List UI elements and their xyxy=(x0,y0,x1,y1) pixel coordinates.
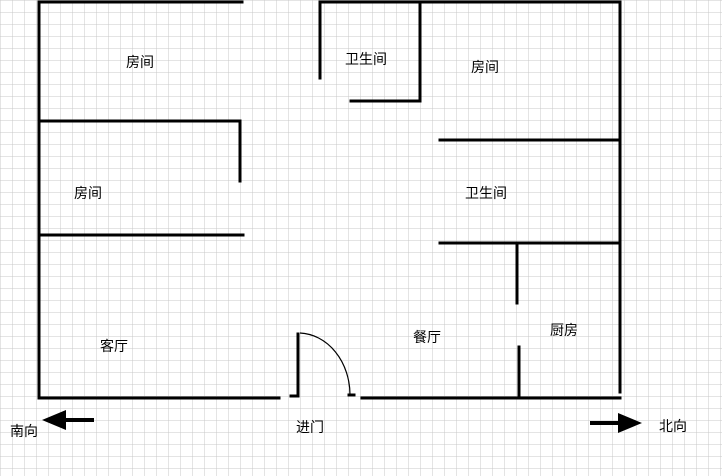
room-label-bedroom-top-left: 房间 xyxy=(126,55,154,71)
walls xyxy=(37,0,622,400)
room-label-bedroom-middle-left: 房间 xyxy=(74,186,102,202)
room-label-bedroom-top-right: 房间 xyxy=(471,60,499,76)
room-label-kitchen: 厨房 xyxy=(550,323,578,339)
room-label-bathroom-right: 卫生间 xyxy=(465,186,507,202)
entrance-label: 进门 xyxy=(296,420,324,436)
direction-label-north: 北向 xyxy=(659,419,687,435)
room-label-living-room: 客厅 xyxy=(100,338,128,355)
north-arrow-icon xyxy=(590,413,642,433)
room-label-bathroom-top: 卫生间 xyxy=(345,52,387,68)
room-label-dining-room: 餐厅 xyxy=(413,330,441,346)
south-arrow-icon xyxy=(42,410,94,430)
direction-label-south: 南向 xyxy=(10,424,38,440)
entrance-door-swing xyxy=(299,332,351,396)
